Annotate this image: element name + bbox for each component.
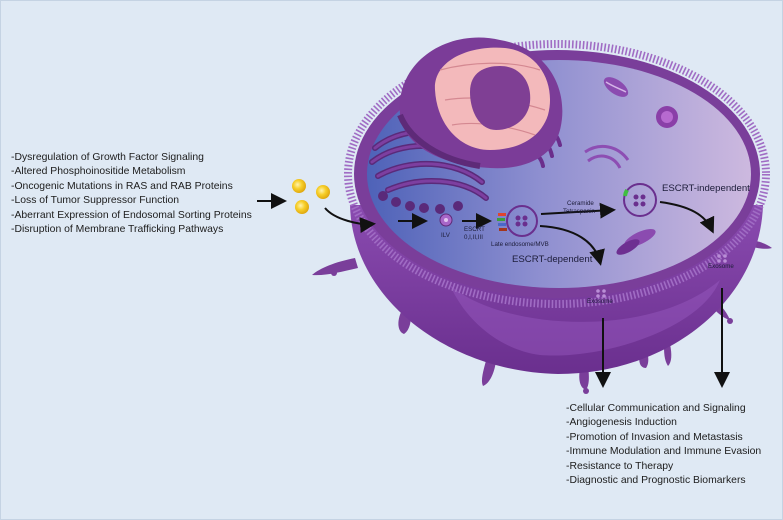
ceramide-label: Ceramide [567,200,594,207]
list-item: -Immune Modulation and Immune Evasion [566,446,762,458]
list-item: -Diagnostic and Prognostic Biomarkers [566,475,746,487]
list-item: -Loss of Tumor Suppressor Function [11,195,180,207]
exosome-center [596,289,606,298]
list-item: -Angiogenesis Induction [566,417,677,429]
ilv-label: ILV [441,232,450,239]
tetraspanin-label: Tetraspanin [563,208,595,215]
list-item: -Dysregulation of Growth Factor Signalin… [11,152,204,163]
exosome-right-label: Exosome [708,263,734,270]
escrt-independent-label: ESCRT-independent [662,183,750,194]
late-endosome-mvb [497,205,538,237]
pathway-arrows [257,193,730,388]
escrt-dependent-label: ESCRT-dependent [512,254,593,265]
escrt-label: ESCRT [464,226,485,233]
list-item: -Promotion of Invasion and Metastasis [566,431,743,443]
escrt-sub-label: 0,I,II,III [464,234,483,241]
cell-membrane-rim [344,40,770,308]
nucleolus [470,66,531,130]
list-item: -Cellular Communication and Signaling [566,403,746,414]
list-item: -Oncogenic Mutations in RAS and RAB Prot… [11,180,233,192]
exosome-center-label: Exosome [587,298,613,305]
list-item: -Resistance to Therapy [566,460,674,472]
rough-er-right [584,144,630,169]
escrt-independent-mvb [623,183,657,217]
exosome-right [717,254,727,263]
nucleus [397,37,563,169]
late-endosome-label: Late endosome/MVB [491,241,549,248]
extracellular-vesicles [292,179,330,214]
mitochondria [603,77,656,255]
dysregulation-factors-list: -Dysregulation of Growth Factor Signalin… [11,151,281,237]
list-item: -Disruption of Membrane Trafficking Path… [11,224,224,236]
list-item: -Aberrant Expression of Endosomal Sortin… [11,209,252,221]
list-item: -Altered Phosphoinositide Metabolism [11,166,186,178]
exosome-outcomes-list: -Cellular Communication and Signaling -A… [566,402,781,488]
